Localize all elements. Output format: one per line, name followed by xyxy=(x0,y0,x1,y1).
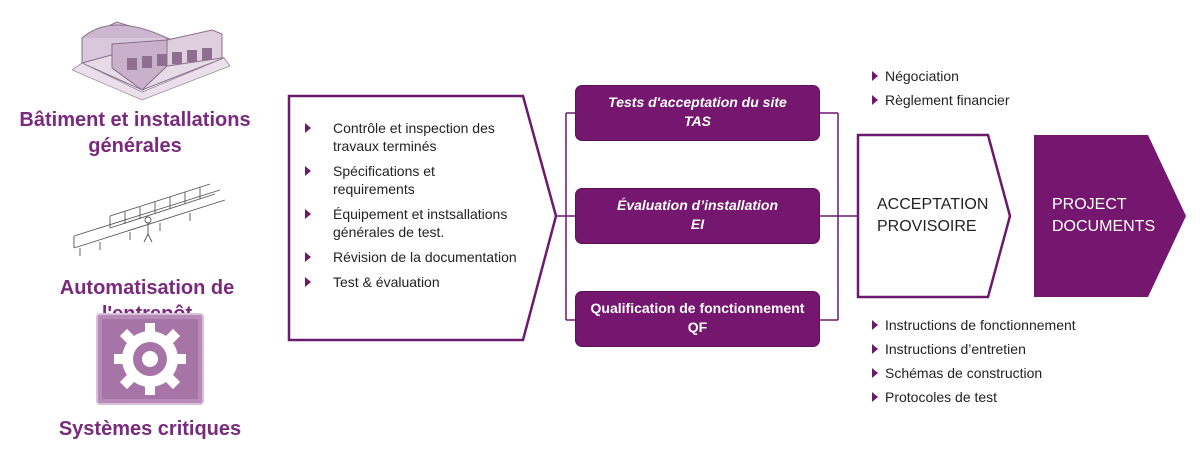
bullet-triangle-icon xyxy=(872,392,878,402)
list-item: Instructions de fonctionnement xyxy=(872,316,1132,334)
ei-code: EI xyxy=(690,216,705,232)
bottom-notes-list: Instructions de fonctionnement Instructi… xyxy=(872,316,1132,412)
list-item: Équipement et instsallations générales d… xyxy=(305,205,520,241)
bullet-triangle-icon xyxy=(305,277,311,287)
qf-box: Qualification de fonctionnement QF xyxy=(576,292,819,346)
list-item: Protocoles de test xyxy=(872,388,1132,406)
warehouse-icon xyxy=(72,21,231,101)
list-item: Schémas de construction xyxy=(872,364,1132,382)
conveyor-icon xyxy=(73,183,226,256)
project-documents-chevron xyxy=(1034,135,1186,297)
acceptance-chevron xyxy=(856,133,1012,299)
tas-box: Tests d'acceptation du site TAS xyxy=(576,86,819,140)
building-label: Bâtiment et installations générales xyxy=(19,109,251,157)
scope-list: Contrôle et inspection des travaux termi… xyxy=(305,119,520,298)
bullet-triangle-icon xyxy=(872,320,878,330)
bullet-triangle-icon xyxy=(872,344,878,354)
gear-icon xyxy=(96,313,204,405)
tas-code: TAS xyxy=(684,113,711,129)
bullet-triangle-icon xyxy=(305,166,311,176)
scope-chevron xyxy=(287,94,558,342)
qf-title: Qualification de fonctionnement xyxy=(590,300,805,316)
list-item: Test & évaluation xyxy=(305,273,520,291)
bullet-triangle-icon xyxy=(305,252,311,262)
systems-label: Systèmes critiques xyxy=(58,418,242,440)
ei-title: Évaluation d’installation xyxy=(616,197,779,213)
ei-box: Évaluation d’installation EI xyxy=(576,189,819,243)
bullet-triangle-icon xyxy=(872,71,878,81)
list-item: Instructions d’entretien xyxy=(872,340,1132,358)
top-notes-list: Négociation Règlement financier xyxy=(872,67,1072,115)
project-documents-label: PROJECT DOCUMENTS xyxy=(1052,196,1156,235)
bullet-triangle-icon xyxy=(305,209,311,219)
bullet-triangle-icon xyxy=(872,95,878,105)
list-item: Révision de la documentation xyxy=(305,248,520,266)
qf-code: QF xyxy=(687,319,708,335)
acceptance-label: ACCEPTATION PROVISOIRE xyxy=(877,196,989,235)
bullet-triangle-icon xyxy=(305,123,311,133)
list-item: Spécifications et requirements xyxy=(305,162,520,198)
list-item: Règlement financier xyxy=(872,91,1072,109)
tas-title: Tests d'acceptation du site xyxy=(608,94,787,110)
bullet-triangle-icon xyxy=(872,368,878,378)
list-item: Contrôle et inspection des travaux termi… xyxy=(305,119,520,155)
list-item: Négociation xyxy=(872,67,1072,85)
